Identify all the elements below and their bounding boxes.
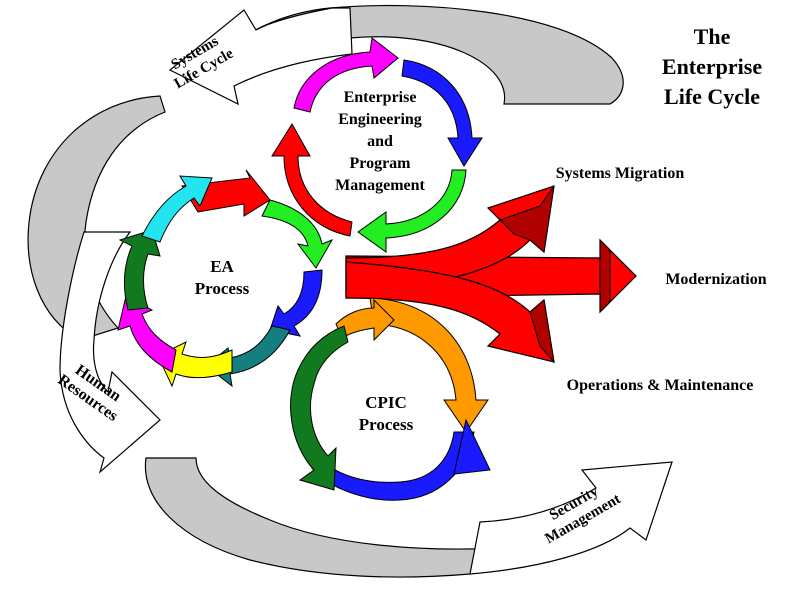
- ee-pm-label: Enterprise Engineering and Program Manag…: [335, 89, 425, 194]
- title-line-3: Life Cycle: [664, 84, 760, 109]
- ee-pm-cycle-ring: [271, 37, 483, 253]
- title-line-2: Enterprise: [662, 54, 762, 79]
- cpic-process-line-1: CPIC: [365, 393, 407, 412]
- ee-pm-line-2: Engineering: [338, 111, 422, 128]
- security-management-arrow: [469, 461, 673, 575]
- cpic-process-label: CPIC Process: [359, 393, 414, 434]
- human-resources-band: [27, 95, 166, 474]
- ee-pm-line-4: Program: [349, 155, 411, 172]
- ea-process-line-1: EA: [210, 257, 234, 276]
- operations-maintenance-label: Operations & Maintenance: [567, 377, 754, 394]
- ee-pm-line-1: Enterprise: [344, 89, 417, 106]
- systems-life-cycle-arrow: [168, 7, 353, 106]
- systems-life-cycle-band: [168, 4, 624, 106]
- title-line-1: The: [694, 24, 731, 49]
- ee-pm-line-3: and: [367, 133, 393, 150]
- diagram-title: The Enterprise Life Cycle: [662, 24, 762, 109]
- ea-process-cycle-ring: [117, 169, 334, 388]
- ea-process-label: EA Process: [195, 257, 250, 298]
- modernization-label: Modernization: [665, 271, 766, 288]
- systems-migration-label: Systems Migration: [556, 165, 685, 182]
- ee-pm-line-5: Management: [335, 177, 425, 194]
- output-arrows: [345, 185, 637, 364]
- security-management-band: [144, 457, 673, 578]
- cpic-process-cycle-ring: [290, 297, 491, 501]
- cpic-process-line-2: Process: [359, 415, 414, 434]
- ea-process-line-2: Process: [195, 279, 250, 298]
- human-resources-arrow: [59, 231, 161, 474]
